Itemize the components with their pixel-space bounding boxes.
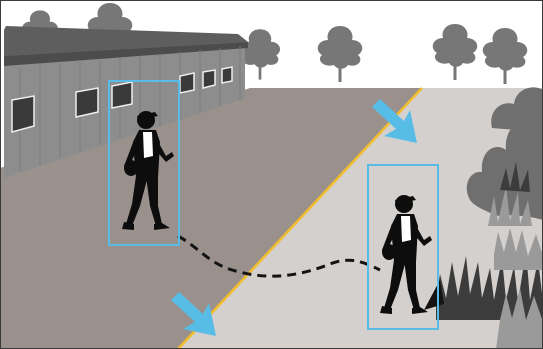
scene-illustration (0, 0, 543, 349)
scene-canvas (0, 0, 543, 349)
